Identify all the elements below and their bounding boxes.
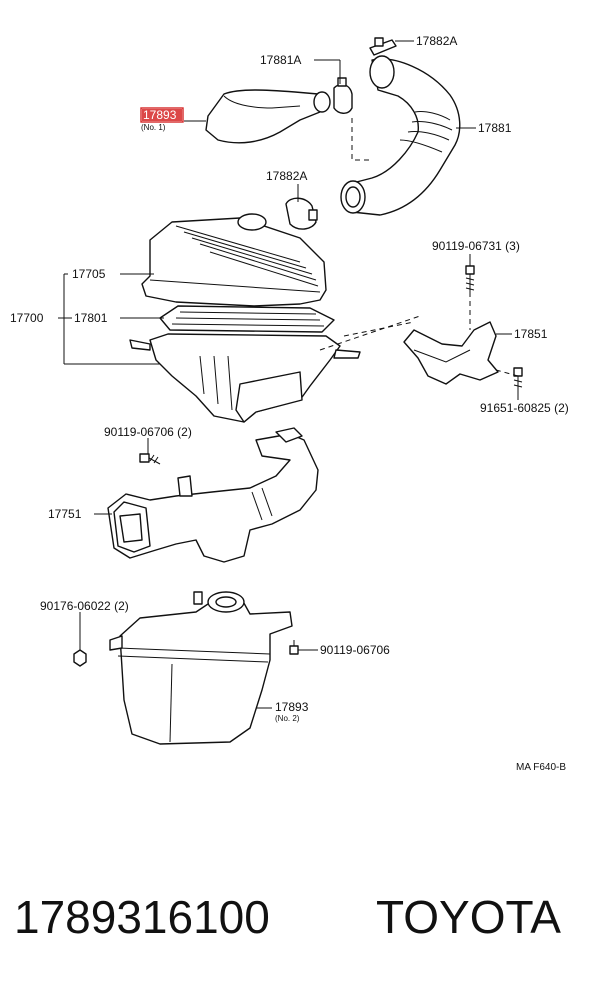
leader-lines [58, 40, 519, 709]
air-filter-element-17801 [159, 305, 335, 333]
bolt-90176-06022 [73, 649, 87, 667]
intake-hose-17881 [340, 55, 461, 216]
label-17881: 17881 [478, 121, 512, 135]
hose-clamp-17881a [333, 77, 353, 114]
label-17893-no1: 17893 [143, 108, 177, 122]
label-90119-06731: 90119-06731 (3) [432, 239, 520, 253]
label-90119-06706-b: 90119-06706 [320, 643, 390, 657]
air-cleaner-cap-17705 [141, 213, 327, 307]
label-17893-no1-sub: (No. 1) [141, 123, 166, 132]
footer-brand: TOYOTA [376, 891, 561, 943]
hose-clamp-17882a-top [369, 37, 397, 56]
label-17893-no2: 17893 [275, 700, 309, 714]
label-17851: 17851 [514, 327, 548, 341]
bracket-17851 [403, 321, 499, 385]
label-17882a-mid: 17882A [266, 169, 307, 183]
parts-diagram: 17882A 17881A 17893 (No. 1) 17881 17882A… [10, 34, 569, 773]
label-91651-60825: 91651-60825 (2) [480, 401, 569, 415]
label-90176-06022: 90176-06022 (2) [40, 599, 129, 613]
highlight-box-17893 [140, 107, 184, 123]
dashed-connectors [319, 118, 519, 377]
intake-duct-17751 [107, 427, 319, 563]
highlight-fill-17893 [142, 109, 182, 121]
label-17893-no2-sub: (No. 2) [275, 714, 300, 723]
label-90119-06706-a: 90119-06706 (2) [104, 425, 192, 439]
resonator-17893-no1 [205, 89, 331, 144]
label-17881a: 17881A [260, 53, 301, 67]
bolt-90119-06731 [465, 265, 475, 292]
resonator-17893-no2 [109, 591, 293, 745]
label-17882a-top: 17882A [416, 34, 457, 48]
air-cleaner-case [129, 333, 361, 423]
label-17700: 17700 [10, 311, 44, 325]
diagram-code: MA F640-B [516, 762, 566, 773]
footer-part-number: 1789316100 [14, 891, 270, 943]
label-17751: 17751 [48, 507, 82, 521]
label-17705: 17705 [72, 267, 106, 281]
label-17801: 17801 [74, 311, 108, 325]
bolt-90119-06706-a [139, 453, 161, 465]
bolt-91651-60825 [513, 367, 523, 392]
hose-clamp-17882a-mid [285, 197, 318, 230]
